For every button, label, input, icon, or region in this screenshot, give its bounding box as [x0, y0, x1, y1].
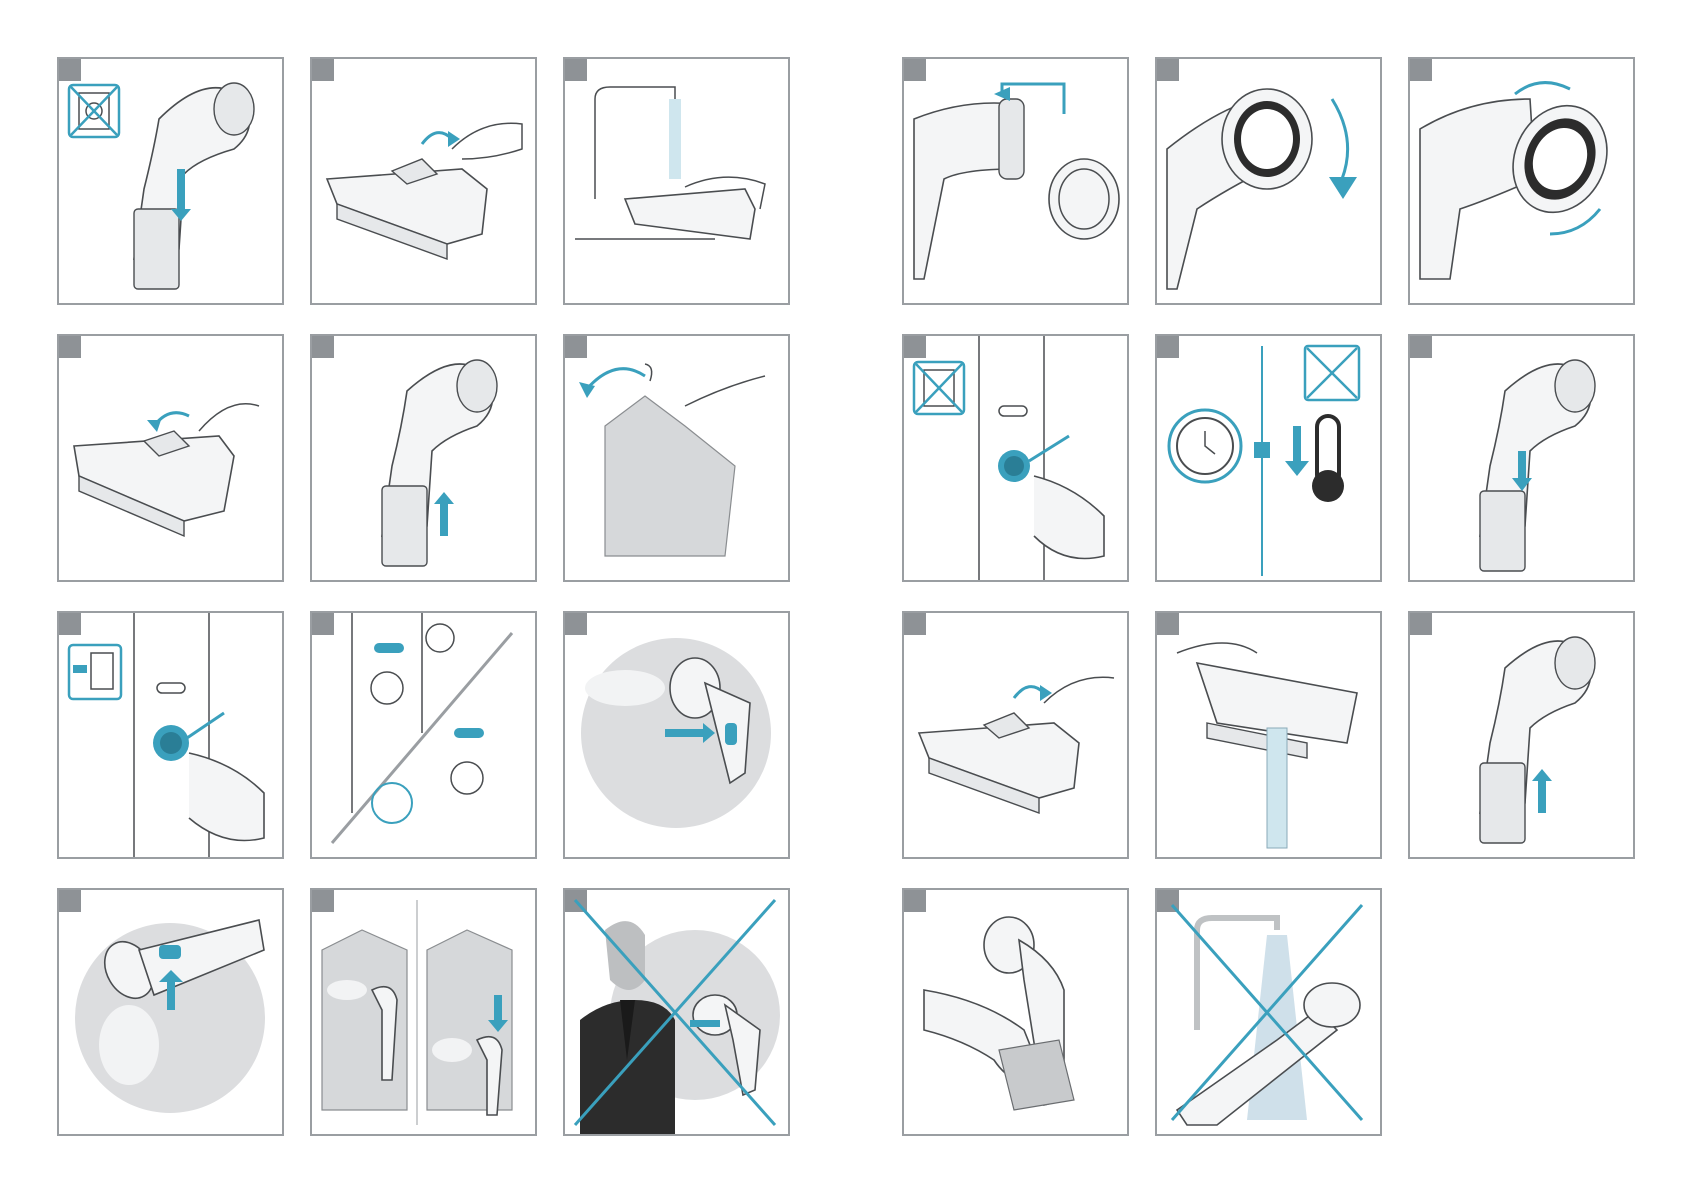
wipe-clean-icon [904, 890, 1127, 1134]
no-steam-on-worn-clothes-icon [565, 890, 788, 1134]
step-panel-23 [1155, 888, 1382, 1136]
open-tank-lid-icon [904, 613, 1127, 857]
hang-garment-icon [565, 336, 788, 580]
plug-in-press-button-icon [59, 613, 282, 857]
empty-tank-icon [1157, 613, 1380, 857]
step-panel-7 [57, 611, 284, 859]
step-panel-20 [1155, 611, 1382, 859]
steam-horizontal-icon [565, 613, 788, 857]
step-panel-17 [1155, 334, 1382, 582]
step-panel-16 [902, 334, 1129, 582]
step-panel-22 [902, 888, 1129, 1136]
step-panel-19 [902, 611, 1129, 859]
step-panel-12 [563, 888, 790, 1136]
heating-indicator-icon [312, 613, 535, 857]
steam-garment-icon [312, 890, 535, 1134]
step-panel-3 [563, 57, 790, 305]
step-panel-2 [310, 57, 537, 305]
fill-tank-tap-icon [565, 59, 788, 303]
switch-off-unplug-icon [904, 336, 1127, 580]
step-panel-18 [1408, 334, 1635, 582]
step-panel-21 [1408, 611, 1635, 859]
step-panel-9 [563, 611, 790, 859]
steam-vertical-icon [59, 890, 282, 1134]
reinsert-tank-icon [1410, 613, 1633, 857]
cool-down-icon [1157, 336, 1380, 580]
attach-brush-icon [904, 59, 1127, 303]
rotate-brush-icon [1410, 59, 1633, 303]
step-panel-1 [57, 57, 284, 305]
step-panel-11 [310, 888, 537, 1136]
step-panel-13 [902, 57, 1129, 305]
remove-tank-icon [1410, 336, 1633, 580]
step-panel-15 [1408, 57, 1635, 305]
clip-brush-icon [1157, 59, 1380, 303]
step-panel-5 [310, 334, 537, 582]
step-panel-6 [563, 334, 790, 582]
unplugged-socket-icon [59, 59, 282, 303]
no-rinse-under-tap-icon [1157, 890, 1380, 1134]
step-panel-10 [57, 888, 284, 1136]
close-tank-lid-icon [59, 336, 282, 580]
step-panel-4 [57, 334, 284, 582]
step-panel-14 [1155, 57, 1382, 305]
step-panel-8 [310, 611, 537, 859]
open-tank-lid-icon [312, 59, 535, 303]
insert-tank-icon [312, 336, 535, 580]
